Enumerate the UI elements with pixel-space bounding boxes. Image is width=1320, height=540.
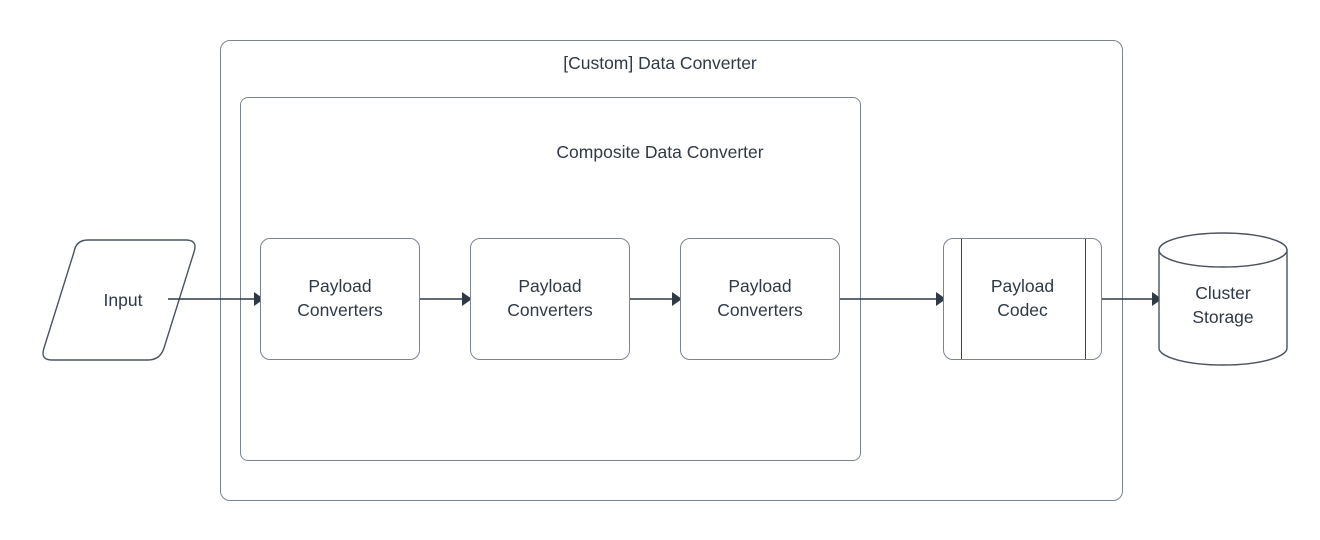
- node-payload-converters-3-label: Payload Converters: [717, 276, 803, 320]
- node-payload-converters-3[interactable]: Payload Converters: [680, 238, 840, 360]
- edge-payload-converters-2-to-3: [630, 287, 682, 311]
- node-cluster-storage[interactable]: Cluster Storage: [1158, 232, 1288, 366]
- arrow-icon: [1102, 292, 1162, 306]
- node-payload-converters-1[interactable]: Payload Converters: [260, 238, 420, 360]
- edge-payload-converters-1-to-2: [420, 287, 472, 311]
- arrow-icon: [420, 292, 472, 306]
- node-payload-converters-1-label: Payload Converters: [297, 276, 383, 320]
- edge-input-to-payload-converters-1: [168, 287, 264, 311]
- edge-payload-codec-to-cluster-storage: [1102, 287, 1162, 311]
- node-payload-codec[interactable]: Payload Codec: [943, 238, 1102, 360]
- cylinder-icon: [1158, 232, 1288, 366]
- parallelogram-icon: [42, 239, 196, 361]
- node-payload-converters-2[interactable]: Payload Converters: [470, 238, 630, 360]
- node-payload-codec-label: Payload Codec: [990, 276, 1055, 320]
- inner-container-title: Composite Data Converter: [556, 142, 764, 162]
- edge-payload-converters-3-to-payload-codec: [840, 287, 946, 311]
- node-input[interactable]: Input: [38, 238, 200, 362]
- node-payload-converters-2-label: Payload Converters: [507, 276, 593, 320]
- outer-container-title: [Custom] Data Converter: [563, 53, 757, 73]
- arrow-icon: [630, 292, 682, 306]
- codec-left-bar: [961, 239, 962, 359]
- codec-right-bar: [1085, 239, 1086, 359]
- arrow-icon: [840, 292, 946, 306]
- node-input-label: Input: [103, 289, 143, 310]
- arrow-icon: [168, 292, 264, 306]
- node-cluster-storage-label: Cluster Storage: [1192, 283, 1254, 327]
